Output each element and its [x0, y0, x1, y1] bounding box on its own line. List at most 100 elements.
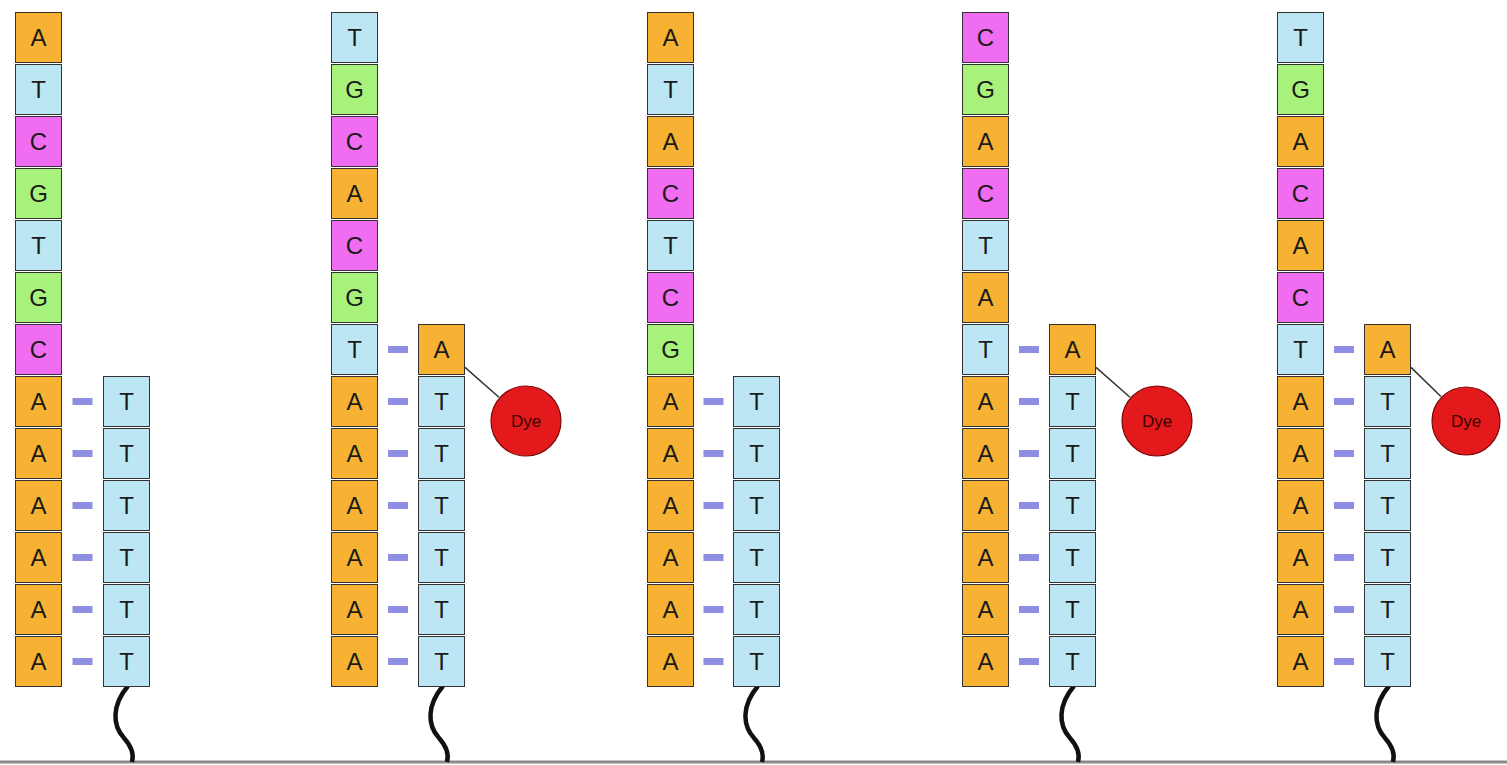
dye-fill	[1432, 387, 1500, 455]
nucleotide-letter: A	[977, 390, 993, 414]
base-pair-bond	[378, 606, 418, 613]
nucleotide-box: A	[1277, 584, 1324, 635]
nucleotide-letter: C	[346, 234, 363, 258]
nucleotide-letter: G	[661, 338, 680, 362]
nucleotide-letter: T	[749, 390, 764, 414]
base-pair-bond	[62, 502, 103, 509]
nucleotide-box: T	[733, 532, 780, 583]
nucleotide-box: T	[733, 636, 780, 687]
nucleotide-box: C	[331, 116, 378, 167]
dye-linker	[465, 367, 499, 397]
base-pair-bond	[62, 606, 103, 613]
nucleotide-letter: A	[1292, 598, 1308, 622]
nucleotide-box: C	[15, 324, 62, 375]
nucleotide-letter: A	[1379, 338, 1395, 362]
nucleotide-box: A	[15, 376, 62, 427]
nucleotide-letter: T	[1380, 494, 1395, 518]
nucleotide-letter: A	[662, 650, 678, 674]
nucleotide-box: T	[647, 220, 694, 271]
nucleotide-box: A	[1277, 532, 1324, 583]
nucleotide-letter: A	[30, 598, 46, 622]
tether	[745, 686, 762, 762]
nucleotide-letter: A	[1292, 650, 1308, 674]
tether	[1376, 686, 1393, 762]
nucleotide-letter: T	[347, 26, 362, 50]
nucleotide-letter: T	[749, 442, 764, 466]
dye-label: Dye	[1142, 413, 1172, 430]
nucleotide-box: T	[1364, 584, 1411, 635]
nucleotide-box: G	[647, 324, 694, 375]
nucleotide-letter: A	[1292, 130, 1308, 154]
nucleotide-letter: A	[1064, 338, 1080, 362]
nucleotide-letter: T	[434, 442, 449, 466]
nucleotide-box: A	[418, 324, 465, 375]
tether	[430, 686, 447, 762]
base-pair-bond	[694, 606, 733, 613]
nucleotide-letter: A	[346, 650, 362, 674]
nucleotide-letter: T	[1380, 390, 1395, 414]
nucleotide-letter: G	[345, 286, 364, 310]
nucleotide-box: A	[962, 272, 1009, 323]
nucleotide-letter: T	[434, 598, 449, 622]
base-pair-bond	[1324, 450, 1364, 457]
nucleotide-box: A	[962, 428, 1009, 479]
nucleotide-box: T	[1277, 324, 1324, 375]
dye-linker	[1096, 367, 1130, 397]
base-pair-bond	[1009, 398, 1049, 405]
base-pair-bond	[1009, 606, 1049, 613]
nucleotide-letter: A	[346, 598, 362, 622]
nucleotide-box: C	[962, 12, 1009, 63]
nucleotide-box: T	[418, 584, 465, 635]
nucleotide-letter: T	[663, 234, 678, 258]
nucleotide-box: T	[1049, 584, 1096, 635]
nucleotide-letter: T	[119, 442, 134, 466]
nucleotide-box: T	[733, 584, 780, 635]
base-pair-bond	[694, 502, 733, 509]
nucleotide-box: A	[962, 376, 1009, 427]
nucleotide-letter: T	[434, 650, 449, 674]
nucleotide-letter: T	[1293, 338, 1308, 362]
nucleotide-box: C	[1277, 168, 1324, 219]
nucleotide-letter: T	[663, 78, 678, 102]
base-pair-bond	[62, 398, 103, 405]
base-pair-bond	[694, 658, 733, 665]
base-pair-bond	[378, 346, 418, 353]
nucleotide-letter: T	[434, 390, 449, 414]
nucleotide-box: C	[331, 220, 378, 271]
base-pair-bond	[1009, 658, 1049, 665]
nucleotide-box: T	[647, 64, 694, 115]
nucleotide-letter: G	[976, 78, 995, 102]
nucleotide-letter: C	[1292, 286, 1309, 310]
nucleotide-box: A	[15, 12, 62, 63]
nucleotide-letter: C	[1292, 182, 1309, 206]
nucleotide-box: T	[962, 220, 1009, 271]
base-pair-bond	[1324, 606, 1364, 613]
nucleotide-letter: A	[977, 130, 993, 154]
nucleotide-box: A	[1277, 636, 1324, 687]
nucleotide-box: T	[418, 636, 465, 687]
nucleotide-box: T	[331, 324, 378, 375]
nucleotide-box: T	[418, 532, 465, 583]
tether	[115, 686, 132, 762]
base-pair-bond	[378, 554, 418, 561]
nucleotide-letter: C	[662, 286, 679, 310]
nucleotide-box: T	[103, 480, 150, 531]
nucleotide-letter: T	[1380, 650, 1395, 674]
nucleotide-box: T	[1364, 376, 1411, 427]
base-pair-bond	[62, 450, 103, 457]
dye-label: Dye	[511, 413, 541, 430]
base-pair-bond	[378, 658, 418, 665]
nucleotide-box: A	[331, 532, 378, 583]
base-pair-bond	[1009, 346, 1049, 353]
dye-fill	[1122, 386, 1192, 456]
nucleotide-box: A	[1049, 324, 1096, 375]
nucleotide-box: A	[647, 428, 694, 479]
nucleotide-box: A	[647, 376, 694, 427]
base-pair-bond	[1324, 554, 1364, 561]
tether	[1061, 686, 1078, 762]
nucleotide-letter: T	[119, 650, 134, 674]
nucleotide-box: T	[1049, 428, 1096, 479]
base-pair-bond	[1324, 398, 1364, 405]
nucleotide-letter: A	[346, 494, 362, 518]
nucleotide-letter: T	[119, 546, 134, 570]
